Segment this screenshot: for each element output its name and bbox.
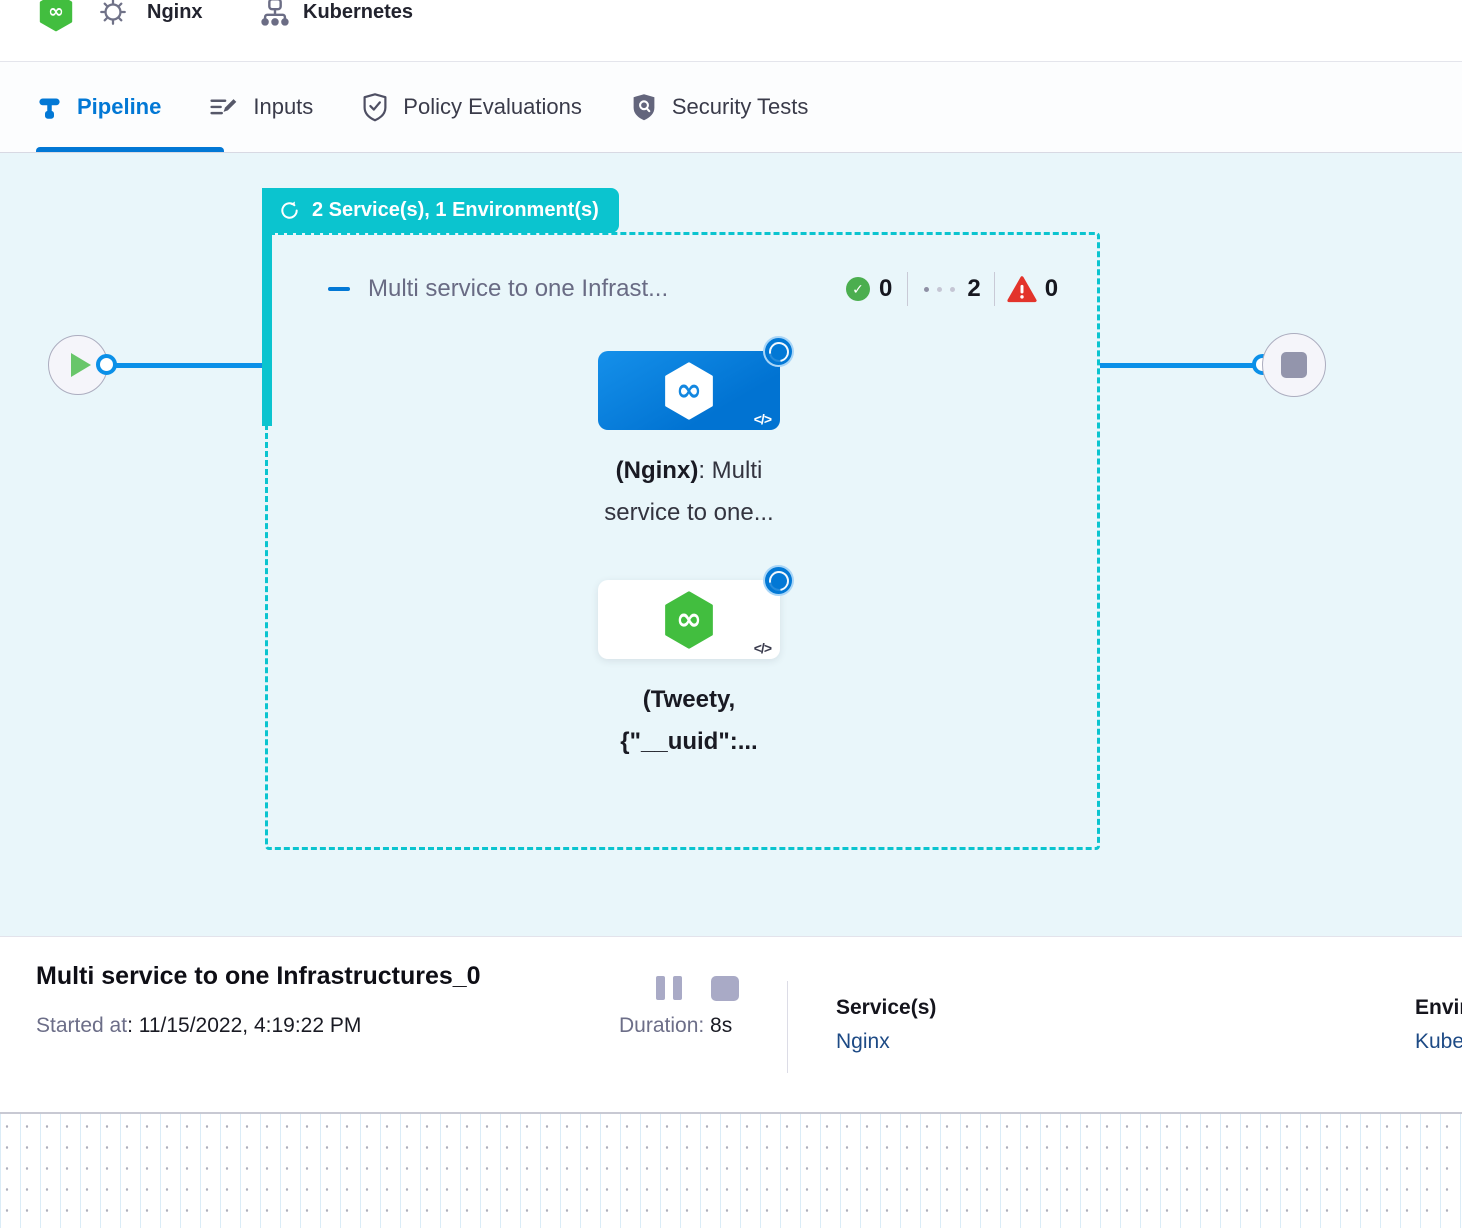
svg-text:∞: ∞ [48, 0, 64, 22]
shield-check-icon [361, 92, 389, 122]
execution-summary-bar: Multi service to one Infrastructures_0 S… [0, 936, 1462, 1112]
start-node-port [96, 354, 117, 375]
tab-security-tests-label: Security Tests [672, 94, 809, 120]
code-icon: </> [754, 411, 771, 427]
loop-icon [278, 199, 301, 222]
failed-count: 0 [1045, 275, 1058, 303]
service-node-tweety[interactable]: ∞ </> [598, 580, 780, 659]
tab-policy-evaluations-label: Policy Evaluations [403, 94, 582, 120]
stop-icon [1281, 352, 1307, 378]
stage-services-badge[interactable]: 2 Service(s), 1 Environment(s) [262, 188, 619, 233]
stage-services-badge-label: 2 Service(s), 1 Environment(s) [312, 199, 599, 222]
shield-search-icon [630, 92, 658, 122]
success-status-icon: ✓ [846, 277, 870, 301]
running-status-icon [924, 287, 955, 292]
inputs-icon [209, 94, 239, 121]
service-node-tweety-label: (Tweety, {"__uuid":... [509, 679, 869, 763]
environments-label: Environment(s) [1415, 996, 1462, 1020]
breadcrumb-service-name[interactable]: Nginx [147, 1, 203, 24]
success-count: 0 [879, 275, 892, 303]
svg-text:∞: ∞ [676, 601, 702, 637]
environments-link[interactable]: Kubernetes [1415, 1030, 1462, 1054]
execution-tab-bar: Pipeline Inputs Policy Evaluations [0, 62, 1462, 153]
edge-stage-to-end [1100, 363, 1255, 368]
duration: Duration: 8s [619, 1014, 732, 1038]
error-status-icon [1007, 276, 1037, 303]
tab-security-tests[interactable]: Security Tests [630, 92, 809, 122]
harness-logo-icon: ∞ [38, 0, 74, 32]
pause-execution-button[interactable] [656, 976, 682, 1000]
footer-divider [787, 981, 788, 1073]
log-console-grid[interactable] [0, 1112, 1462, 1228]
services-link[interactable]: Nginx [836, 1030, 890, 1054]
kubernetes-cluster-icon [258, 0, 292, 29]
tab-inputs-label: Inputs [253, 94, 313, 120]
harness-service-icon: ∞ [661, 361, 717, 421]
edge-start-to-stage [108, 363, 266, 368]
tab-pipeline-label: Pipeline [77, 94, 161, 120]
code-icon: </> [754, 640, 771, 656]
execution-title: Multi service to one Infrastructures_0 [36, 962, 481, 991]
harness-service-icon: ∞ [661, 590, 717, 650]
services-label: Service(s) [836, 996, 936, 1020]
pipeline-end-node[interactable] [1262, 333, 1326, 397]
stage-status-summary: ✓ 0 2 0 [846, 273, 1058, 305]
collapse-stage-button[interactable] [328, 287, 350, 291]
nginx-running-spinner [765, 338, 792, 365]
tweety-running-spinner [765, 567, 792, 594]
pipeline-canvas[interactable]: 2 Service(s), 1 Environment(s) Multi ser… [0, 153, 1462, 936]
gear-icon[interactable] [97, 0, 129, 28]
breadcrumb-header: ∞ Nginx Kubernetes [0, 0, 1462, 62]
tab-inputs[interactable]: Inputs [209, 94, 313, 121]
svg-text:∞: ∞ [676, 372, 702, 408]
service-node-nginx-label: (Nginx): Multi service to one... [509, 450, 869, 534]
running-count: 2 [967, 275, 980, 303]
pipeline-icon [36, 94, 63, 121]
service-node-nginx[interactable]: ∞ </> [598, 351, 780, 430]
tab-pipeline[interactable]: Pipeline [36, 94, 161, 121]
stop-execution-button[interactable] [711, 976, 739, 1001]
active-tab-indicator [36, 147, 224, 152]
play-icon [71, 353, 91, 377]
stage-title[interactable]: Multi service to one Infrast... [368, 275, 668, 303]
tab-policy-evaluations[interactable]: Policy Evaluations [361, 92, 582, 122]
started-at: Started at: 11/15/2022, 4:19:22 PM [36, 1014, 361, 1038]
breadcrumb-environment-name[interactable]: Kubernetes [303, 1, 413, 24]
